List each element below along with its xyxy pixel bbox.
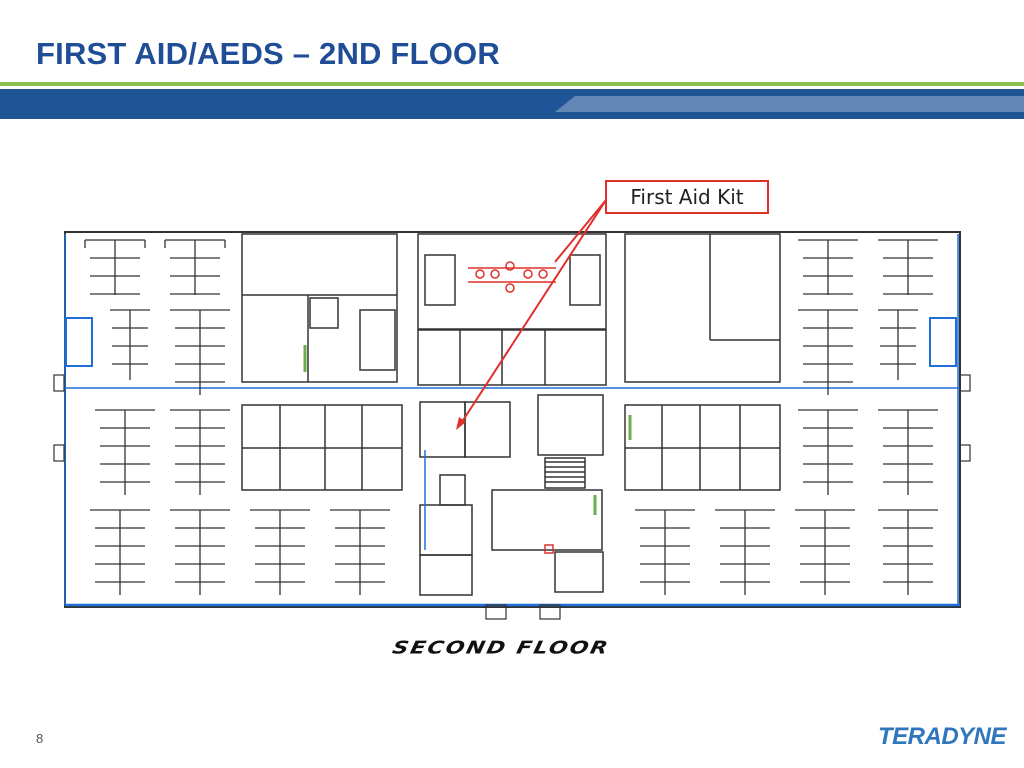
floor-label: SECOND FLOOR [390,638,612,659]
page-title: FIRST AID/AEDS – 2ND FLOOR [36,36,500,71]
page-number: 8 [36,731,44,746]
cubicles-right [635,239,938,595]
header-band [0,82,1024,119]
first-aid-kit-callout: First Aid Kit [605,180,769,214]
offices-left [241,233,403,491]
center-core [417,233,607,596]
center-fixtures [468,261,556,554]
floor-plan [53,231,971,620]
offices-right [624,233,781,491]
exterior-walls [53,231,971,620]
teradyne-logo: TERADYNE [878,723,1007,750]
cubicles-left [84,239,390,595]
